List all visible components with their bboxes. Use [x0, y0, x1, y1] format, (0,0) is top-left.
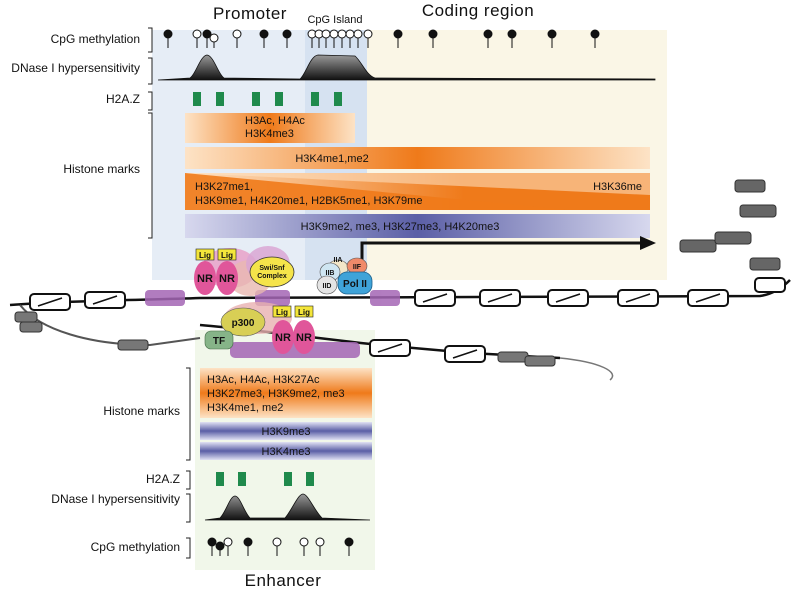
- lig-label-3: Lig: [276, 308, 288, 317]
- lig-box-2: [217, 248, 237, 261]
- enhancer-histone-bracket: [186, 367, 191, 461]
- nr-label-2: NR: [219, 273, 235, 285]
- coding-region-header: Coding region: [422, 1, 534, 20]
- dnase-label: DNase I hypersensitivity: [11, 61, 140, 75]
- tf: [204, 330, 234, 350]
- pol2: [337, 271, 373, 295]
- enhancer-dnase-label: DNase I hypersensitivity: [51, 492, 180, 506]
- cpg-island-header: CpG Island: [307, 14, 362, 26]
- p300: [220, 307, 266, 337]
- enhancer-cpg-bracket: [186, 537, 191, 559]
- iib-label: IIB: [326, 270, 335, 277]
- enhancer-mark-bar-3: [200, 442, 372, 460]
- enhancer-cpg-lollipops: [207, 537, 354, 556]
- enhancer-h2az-label: H2A.Z: [146, 472, 180, 486]
- lig-label-1: Lig: [199, 251, 211, 260]
- iid-factor: [316, 275, 338, 295]
- histone-marks-bracket: [148, 112, 153, 239]
- enhancer-histone-marks-label: Histone marks: [103, 404, 180, 418]
- enhancer-mark-bar-2: [200, 422, 372, 440]
- lig-box-1: [195, 248, 215, 261]
- h2az-bracket: [148, 91, 153, 111]
- promoter-mark-bar-3-line2: H3K9me1, H4K20me1, H2BK5me1, H3K79me: [195, 195, 422, 207]
- swi-snf-line1: Swi/Snf: [259, 265, 285, 272]
- tf-label: TF: [213, 336, 225, 347]
- promoter-mark-bar-1-line2: H3K4me3: [245, 128, 294, 140]
- cpg-bracket: [148, 27, 153, 53]
- promoter-mark-bar-3-line1: H3K27me1,: [195, 181, 253, 193]
- iif-label: IIF: [353, 264, 362, 271]
- enhancer-dnase-track: [204, 493, 371, 521]
- enhancer-h2az-bracket: [186, 470, 191, 490]
- iia-label: IIA: [334, 257, 343, 264]
- tss-arrow-head: [640, 236, 656, 250]
- histone-marks-label: Histone marks: [63, 162, 140, 176]
- promoter-mark-bar-4: [185, 214, 650, 238]
- enhancer-mark-bar-1-line1: H3Ac, H4Ac, H3K27Ac: [207, 374, 320, 386]
- promoter-mark-bar-3-left: [185, 173, 570, 210]
- promoter-mark-bar-2-label: H3K4me1,me2: [295, 153, 368, 165]
- swi-snf-complex: [249, 256, 295, 288]
- pol2-label: Pol II: [343, 279, 367, 290]
- lig-box-4: [294, 305, 314, 318]
- promoter-header: Promoter: [213, 4, 287, 23]
- cpg-methylation-label: CpG methylation: [51, 32, 140, 46]
- dnase-bracket: [148, 57, 153, 85]
- lig-label-2: Lig: [221, 251, 233, 260]
- swi-snf-line2: Complex: [257, 273, 287, 280]
- promoter-h2az-blocks: [193, 92, 342, 106]
- promoter-mark-bar-4-label: H3K9me2, me3, H3K27me3, H4K20me3: [301, 221, 500, 233]
- promoter-mark-bar-1: [185, 113, 355, 143]
- enhancer-mark-bar-3-label: H3K4me3: [262, 446, 311, 458]
- lig-box-3: [272, 305, 292, 318]
- enhancer-mark-bar-2-label: H3K9me3: [262, 426, 311, 438]
- enhancer-mark-bar-1: [200, 368, 372, 418]
- enhancer-cpg-label: CpG methylation: [91, 540, 180, 554]
- enhancer-dnase-bracket: [186, 493, 191, 523]
- lig-label-4: Lig: [298, 308, 310, 317]
- enhancer-header: Enhancer: [245, 571, 322, 590]
- nr-label-4: NR: [296, 332, 312, 344]
- promoter-mark-bar-3-fade: [185, 173, 650, 195]
- enhancer-h2az-blocks: [216, 472, 314, 486]
- enhancer-mark-bar-1-line2: H3K27me3, H3K9me2, me3: [207, 388, 345, 400]
- chromatin-fiber: [9, 179, 791, 381]
- iid-label: IID: [323, 283, 332, 290]
- promoter-dnase-track: [157, 54, 656, 81]
- enhancer-mark-bar-1-line3: H3K4me1, me2: [207, 402, 283, 414]
- promoter-mark-bar-2: [185, 147, 650, 169]
- nr-label-1: NR: [197, 273, 213, 285]
- promoter-mark-bar-3-right-label: H3K36me: [593, 181, 642, 193]
- h2az-label: H2A.Z: [106, 92, 140, 106]
- promoter-mark-bar-1-line1: H3Ac, H4Ac: [245, 115, 305, 127]
- nr-label-3: NR: [275, 332, 291, 344]
- p300-label: p300: [232, 318, 255, 329]
- promoter-cpg-lollipops: [163, 29, 600, 48]
